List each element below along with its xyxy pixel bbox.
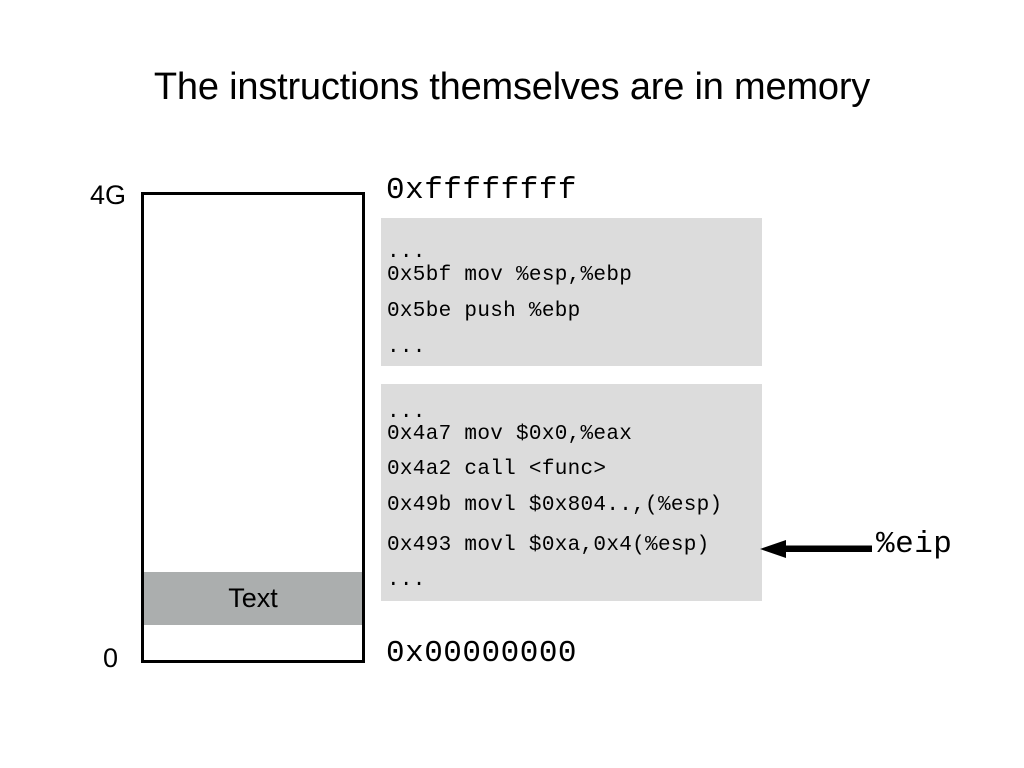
code-line: ... (387, 241, 426, 264)
code-line: 0x49b movl $0x804..,(%esp) (387, 494, 723, 517)
code-line: 0x4a7 mov $0x0,%eax (387, 423, 633, 446)
memory-segment-text: Text (144, 572, 362, 625)
code-line: 0x5be push %ebp (387, 300, 581, 323)
code-block-low-addresses: ... 0x4a7 mov $0x0,%eax 0x4a2 call <func… (381, 384, 762, 601)
code-line: ... (387, 401, 426, 424)
code-line: 0x5bf mov %esp,%ebp (387, 264, 633, 287)
memory-segment-text-label: Text (228, 583, 278, 613)
address-label-bottom: 0x00000000 (386, 636, 578, 671)
left-arrow-icon (760, 538, 872, 560)
code-line: ... (387, 569, 426, 592)
eip-register-label: %eip (876, 527, 953, 562)
code-line: 0x4a2 call <func> (387, 458, 607, 481)
memory-top-label: 4G (90, 180, 127, 210)
page-title: The instructions themselves are in memor… (153, 66, 871, 108)
memory-bottom-label: 0 (103, 643, 119, 673)
code-line: 0x493 movl $0xa,0x4(%esp) (387, 534, 710, 557)
code-line: ... (387, 336, 426, 359)
address-label-top: 0xffffffff (386, 173, 578, 208)
memory-address-space-box: Text (141, 192, 365, 663)
code-block-high-addresses: ... 0x5bf mov %esp,%ebp 0x5be push %ebp … (381, 218, 762, 366)
